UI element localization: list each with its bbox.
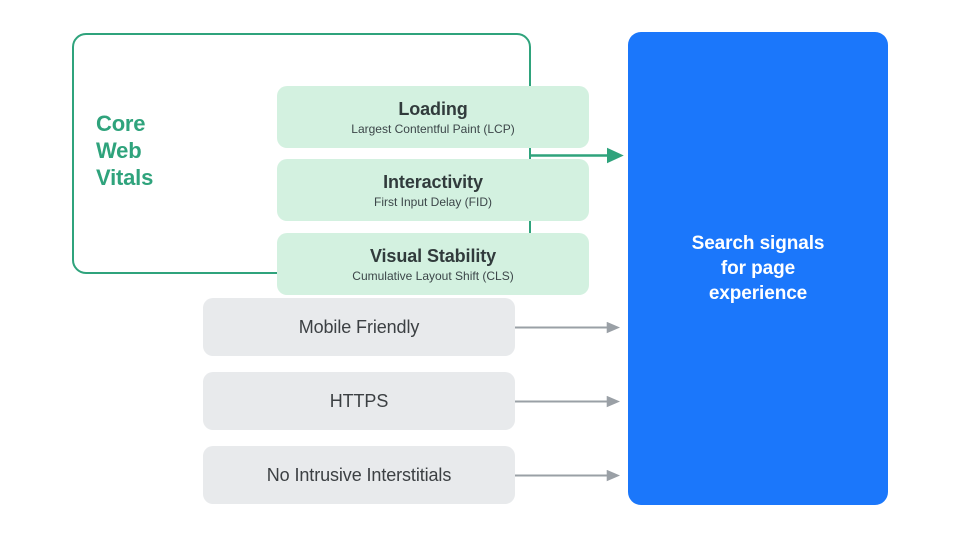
- metric-title-visual-stability: Visual Stability: [369, 245, 497, 266]
- search-signals-panel: Search signals for page experience: [628, 32, 888, 505]
- core-web-vitals-label: Core Web Vitals: [96, 110, 201, 191]
- search-signals-line-1: Search signals: [691, 233, 825, 254]
- core-web-vitals-label-line-1: Core: [96, 111, 146, 136]
- metric-subtitle-loading: Largest Contentful Paint (LCP): [351, 121, 515, 136]
- core-web-vitals-label-line-2: Web: [96, 138, 142, 163]
- metric-card-interactivity: Interactivity First Input Delay (FID): [277, 159, 589, 221]
- metric-title-interactivity: Interactivity: [383, 171, 483, 192]
- metric-title-loading: Loading: [398, 98, 468, 119]
- no-intrusive-interstitials-label: No Intrusive Interstitials: [266, 465, 452, 485]
- search-signals-panel-title: Search signals for page experience: [653, 231, 863, 306]
- metric-subtitle-interactivity: First Input Delay (FID): [373, 194, 493, 209]
- https-label: HTTPS: [329, 391, 389, 411]
- metric-card-loading: Loading Largest Contentful Paint (LCP): [277, 86, 589, 148]
- core-web-vitals-label-line-3: Vitals: [96, 165, 154, 190]
- no-intrusive-interstitials-box: No Intrusive Interstitials: [203, 446, 515, 504]
- metric-card-visual-stability: Visual Stability Cumulative Layout Shift…: [277, 233, 589, 295]
- mobile-friendly-box: Mobile Friendly: [203, 298, 515, 356]
- core-web-vitals-group: Loading Largest Contentful Paint (LCP) I…: [72, 33, 589, 295]
- https-box: HTTPS: [203, 372, 515, 430]
- mobile-friendly-label: Mobile Friendly: [298, 317, 420, 337]
- search-signals-line-3: experience: [708, 283, 808, 304]
- metric-subtitle-visual-stability: Cumulative Layout Shift (CLS): [352, 268, 514, 283]
- search-signals-line-2: for page: [720, 258, 796, 279]
